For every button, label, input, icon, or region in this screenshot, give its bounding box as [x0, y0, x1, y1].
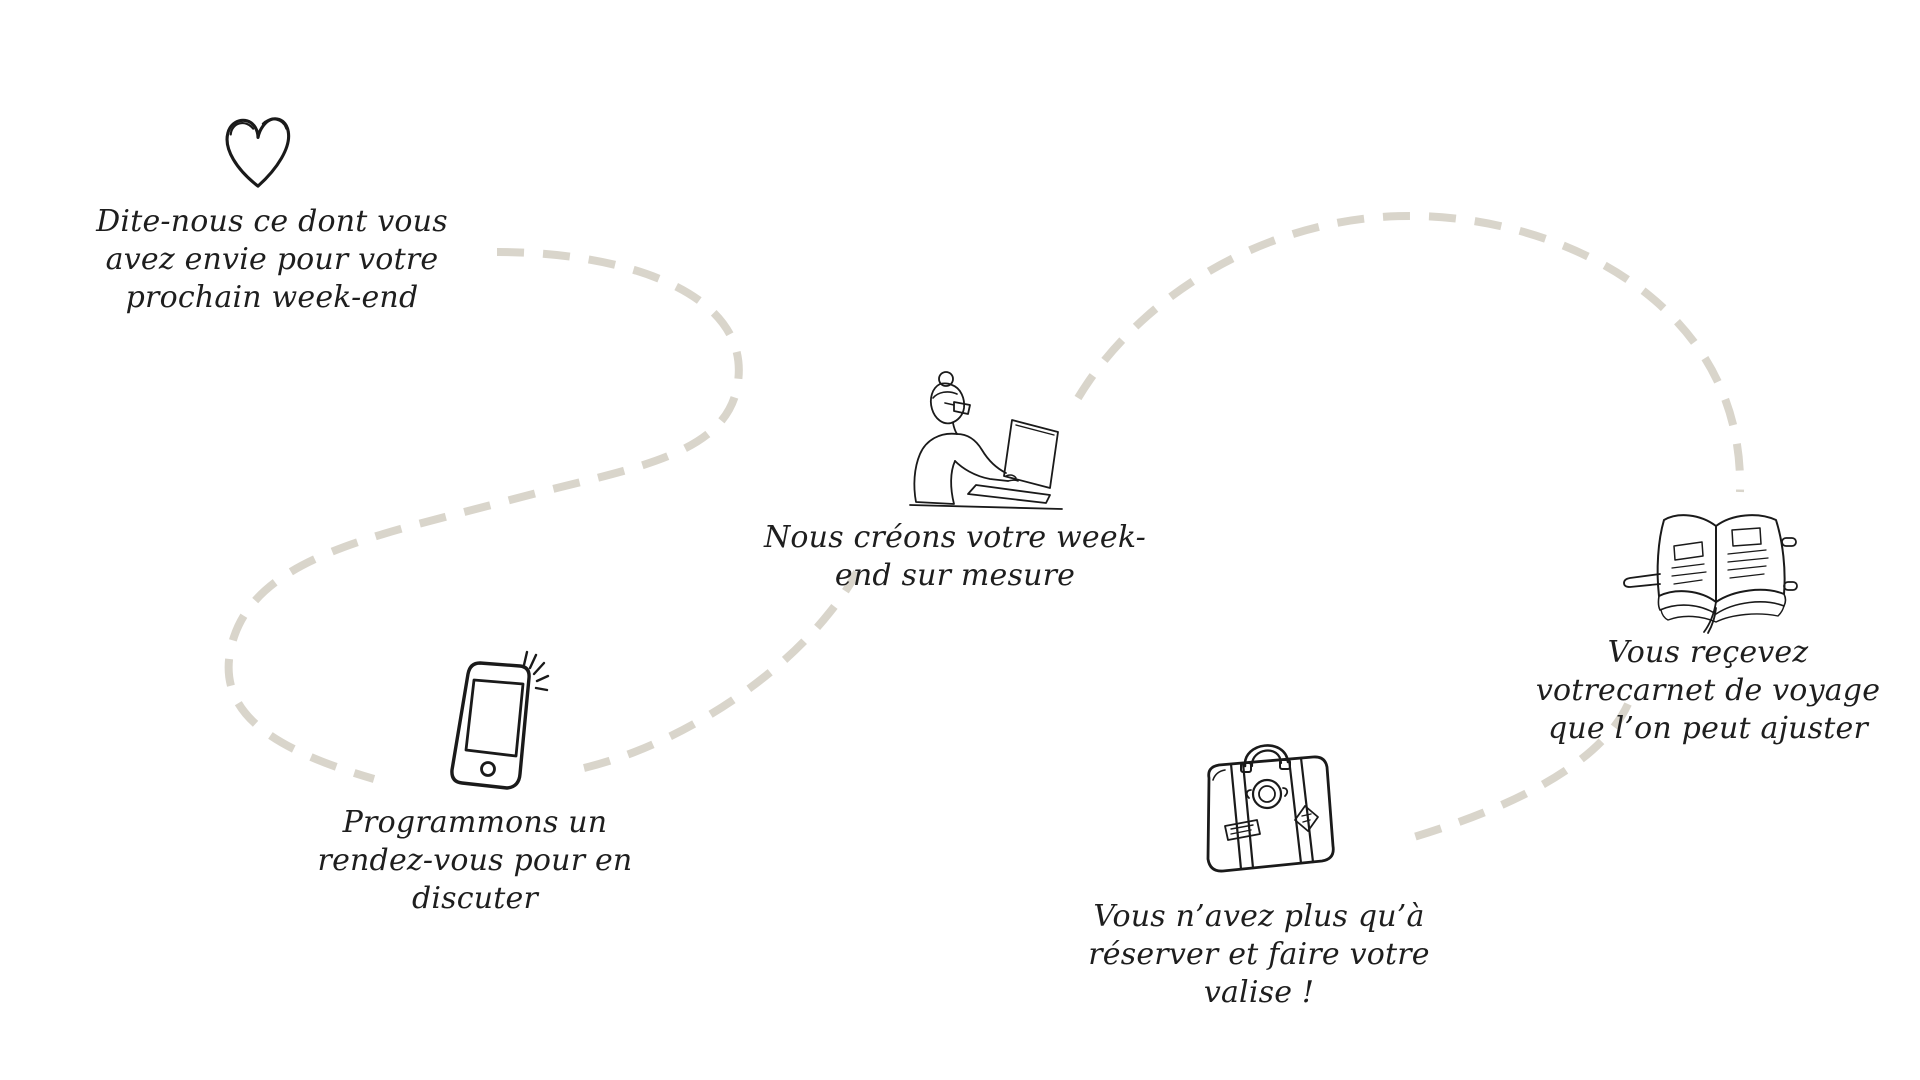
- step-5-caption: Vous reçevez votrecarnet de voyage que l…: [1524, 634, 1892, 748]
- step-1-caption: Dite-nous ce dont vous avez envie pour v…: [88, 203, 456, 317]
- step-4-line-2: réserver et faire votre: [1088, 937, 1430, 972]
- step-3-caption: Nous créons votre week- end sur mesure: [755, 519, 1155, 595]
- heart-icon: [219, 110, 297, 196]
- step-2-line-3: discuter: [411, 881, 539, 916]
- step-3-line-2: end sur mesure: [834, 558, 1076, 593]
- suitcase-icon: [1183, 730, 1343, 886]
- step-1-line-3: prochain week-end: [125, 280, 419, 315]
- step-1-line-1: Dite-nous ce dont vous: [96, 204, 448, 239]
- route-segment-3: [1074, 211, 1745, 493]
- route-segment-2: [583, 570, 861, 772]
- travel-journal-icon: [1616, 490, 1798, 638]
- phone-icon: [428, 650, 550, 800]
- step-5-line-2: votrecarnet de voyage: [1535, 673, 1881, 708]
- step-3-line-1: Nous créons votre week-: [763, 520, 1147, 555]
- person-laptop-icon: [858, 368, 1064, 512]
- route-segment-1: [224, 248, 743, 783]
- step-4-line-1: Vous n’avez plus qu’à: [1093, 899, 1425, 934]
- step-5-line-1: Vous reçevez: [1607, 635, 1809, 670]
- route-segment-4: [1402, 702, 1632, 844]
- step-5-line-3: que l’on peut ajuster: [1548, 711, 1868, 746]
- step-4-line-3: valise !: [1203, 975, 1315, 1010]
- step-2-line-1: Programmons un: [342, 805, 608, 840]
- step-2-caption: Programmons un rendez-vous pour en discu…: [300, 804, 650, 918]
- step-1-line-2: avez envie pour votre: [105, 242, 439, 277]
- step-4-caption: Vous n’avez plus qu’à réserver et faire …: [1078, 898, 1440, 1012]
- step-2-line-2: rendez-vous pour en: [317, 843, 633, 878]
